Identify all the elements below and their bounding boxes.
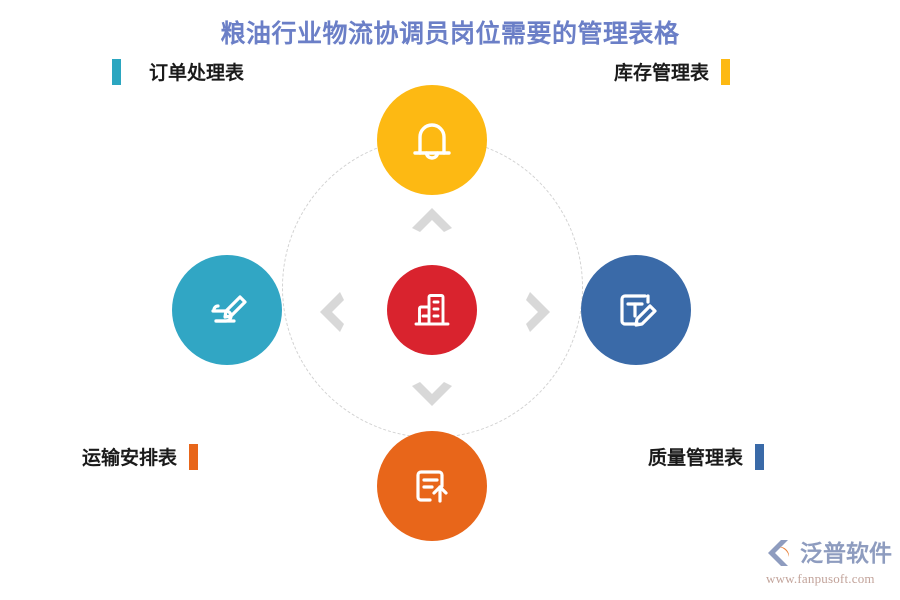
label-transport-arrangement: 运输安排表 [82, 443, 199, 470]
watermark-logo: 泛普软件 www.fanpusoft.com [766, 538, 892, 590]
label-inventory-management: 库存管理表 [614, 58, 731, 85]
node-inventory-management[interactable] [377, 85, 487, 195]
label-order-processing-text: 订单处理表 [149, 63, 245, 84]
bell-icon [404, 112, 460, 168]
page-title: 粮油行业物流协调员岗位需要的管理表格 [220, 20, 680, 48]
label-accent-bar-order [112, 58, 121, 85]
node-transport-arrangement[interactable] [377, 431, 487, 541]
document-upload-icon [404, 458, 460, 514]
node-order-processing[interactable] [172, 255, 282, 365]
label-order-processing: 订单处理表 [112, 58, 244, 85]
chevron-right-icon [524, 290, 554, 334]
node-center-company[interactable] [387, 265, 477, 355]
label-quality-management: 质量管理表 [648, 443, 765, 470]
node-quality-management[interactable] [581, 255, 691, 365]
label-accent-bar-quality [755, 443, 765, 470]
signature-pen-icon [199, 282, 255, 338]
label-quality-management-text: 质量管理表 [648, 448, 744, 469]
building-icon [408, 286, 456, 334]
chevron-down-icon [410, 380, 454, 410]
label-transport-arrangement-text: 运输安排表 [82, 448, 178, 469]
label-inventory-management-text: 库存管理表 [614, 63, 710, 84]
watermark-url-text: www.fanpusoft.com [766, 571, 875, 586]
chevron-up-icon [410, 204, 454, 234]
label-accent-bar-transport [189, 443, 199, 470]
label-accent-bar-stock [721, 58, 731, 85]
chevron-left-icon [316, 290, 346, 334]
fanpu-logo-mark-icon [766, 538, 796, 568]
watermark-brand-text: 泛普软件 [800, 539, 892, 566]
text-edit-icon [608, 282, 664, 338]
